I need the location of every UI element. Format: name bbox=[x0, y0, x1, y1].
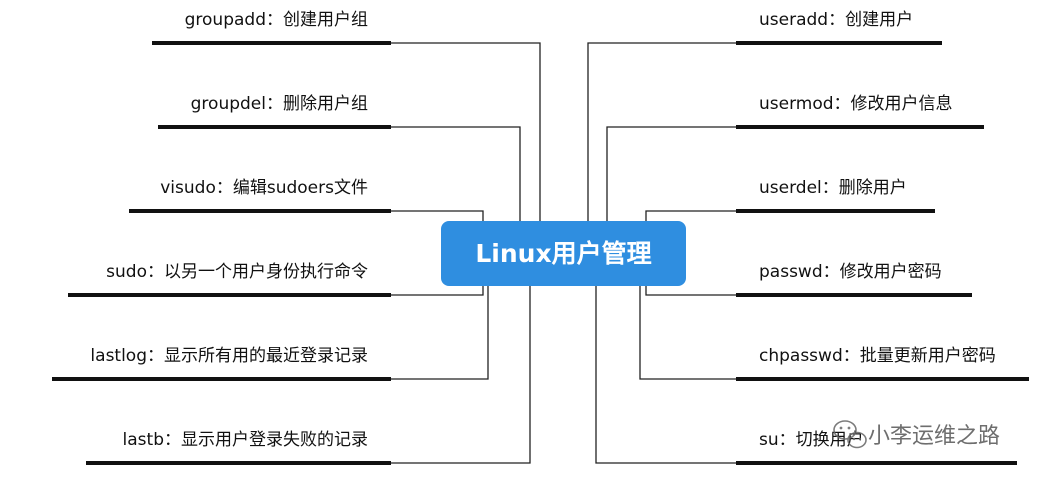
node-right-5: chpasswd：批量更新用户密码 bbox=[759, 346, 996, 366]
watermark: 小李运维之路 bbox=[833, 420, 1000, 449]
center-node-title: Linux用户管理 bbox=[475, 239, 651, 268]
node-right-6: su：切换用户 bbox=[759, 430, 864, 450]
connector-lines bbox=[391, 42, 736, 464]
node-left-4: sudo：以另一个用户身份执行命令 bbox=[106, 262, 368, 282]
node-right-2: usermod：修改用户信息 bbox=[759, 94, 953, 114]
node-left-3: visudo：编辑sudoers文件 bbox=[160, 178, 368, 198]
node-left-2: groupdel：删除用户组 bbox=[191, 94, 368, 114]
connector-left-1 bbox=[391, 42, 541, 221]
node-right-1: useradd：创建用户 bbox=[759, 10, 913, 30]
node-underlines bbox=[52, 41, 1029, 465]
wechat-icon bbox=[833, 420, 867, 449]
center-node: Linux用户管理 bbox=[441, 221, 686, 286]
connector-right-1 bbox=[587, 42, 736, 221]
node-left-5: lastlog：显示所有用的最近登录记录 bbox=[90, 346, 368, 366]
connector-right-2 bbox=[606, 126, 736, 221]
watermark-text: 小李运维之路 bbox=[868, 424, 1000, 449]
connector-right-5 bbox=[639, 286, 736, 380]
node-right-4: passwd：修改用户密码 bbox=[759, 262, 942, 282]
connector-left-5 bbox=[391, 286, 489, 380]
center-node-box bbox=[441, 221, 686, 286]
connector-left-2 bbox=[391, 126, 521, 221]
node-left-1: groupadd：创建用户组 bbox=[185, 10, 368, 30]
connector-left-6 bbox=[391, 286, 531, 464]
left-labels: groupadd：创建用户组 groupdel：删除用户组 visudo：编辑s… bbox=[90, 10, 368, 450]
node-left-6: lastb：显示用户登录失败的记录 bbox=[123, 430, 368, 450]
node-right-3: userdel：删除用户 bbox=[759, 178, 907, 198]
connector-right-6 bbox=[595, 286, 736, 464]
right-labels: useradd：创建用户 usermod：修改用户信息 userdel：删除用户… bbox=[759, 10, 996, 450]
